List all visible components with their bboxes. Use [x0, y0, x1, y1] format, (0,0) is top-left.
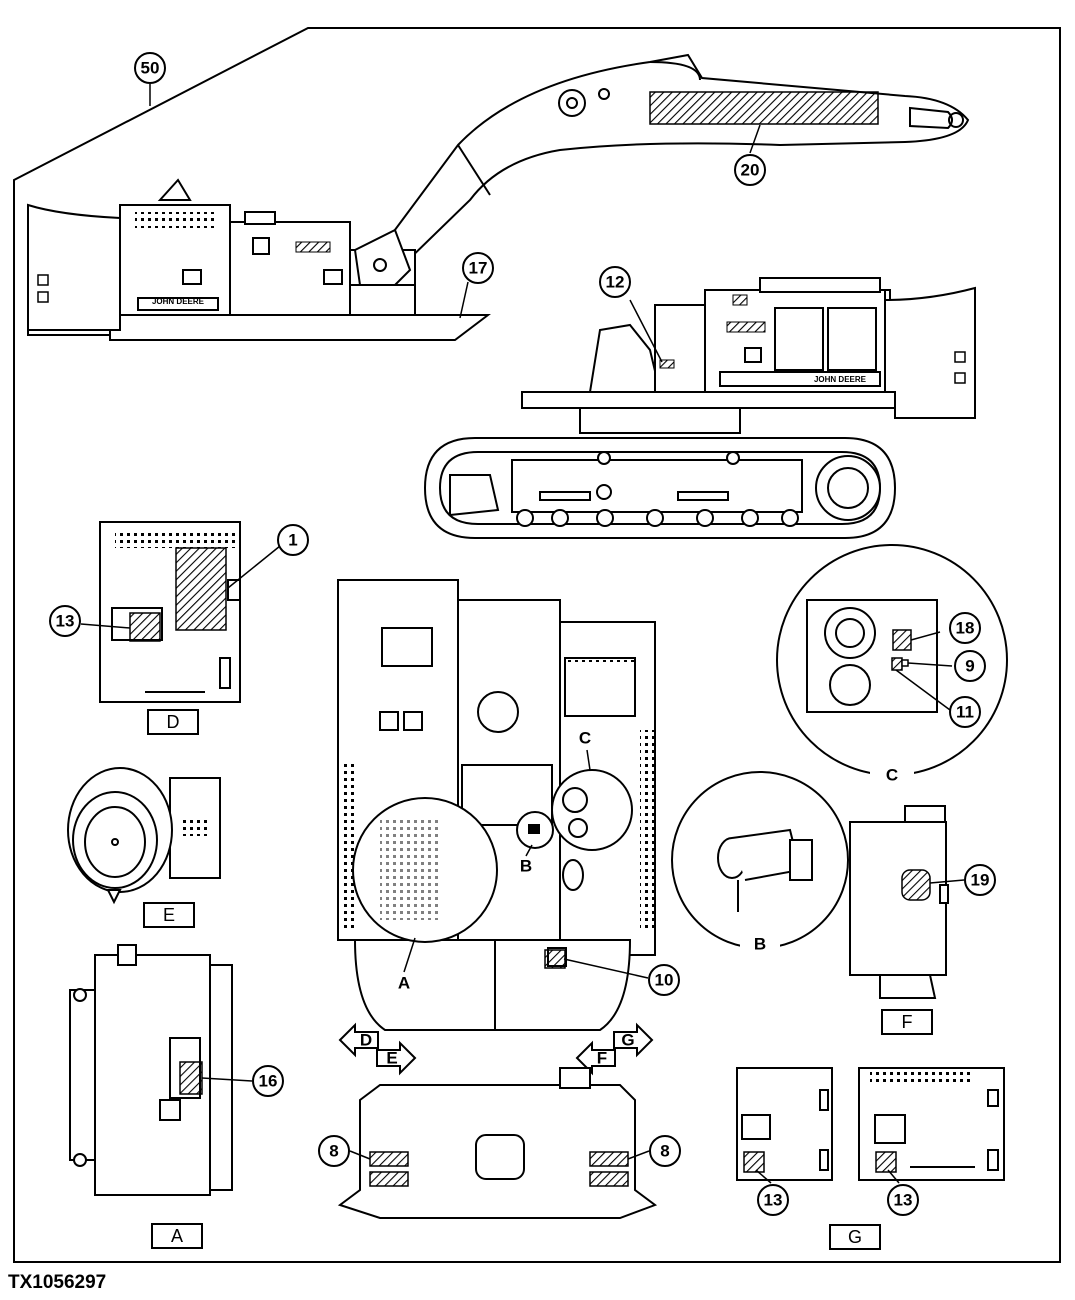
callout-10: 10: [655, 971, 674, 990]
detail-g-label: G: [848, 1227, 862, 1247]
inset-label-a: A: [398, 974, 410, 993]
detail-d-label: D: [167, 712, 180, 732]
inset-label-b: B: [520, 857, 532, 876]
callout-18: 18: [956, 619, 975, 638]
callout-19: 19: [971, 871, 990, 890]
inset-label-c: C: [579, 729, 591, 748]
brand-text-left: JOHN DEERE: [152, 297, 205, 306]
rear-view: [337, 1067, 658, 1219]
detail-b-label: B: [754, 935, 766, 954]
view-arrow-d: D: [360, 1031, 372, 1050]
undercarriage: [423, 437, 897, 539]
callout-13-detail-g-right: 13: [894, 1191, 913, 1210]
callout-9: 9: [965, 657, 974, 676]
callout-circles: [49, 52, 996, 1216]
callout-50: 50: [141, 59, 160, 78]
figure-id: TX1056297: [8, 1272, 107, 1293]
view-arrow-e: E: [386, 1049, 397, 1068]
boom-decal-20: [649, 91, 879, 125]
callout-13-detail-g-left: 13: [764, 1191, 783, 1210]
detail-f-label: F: [902, 1012, 913, 1032]
detail-e-drawing: [67, 767, 221, 905]
inset-circle-c: [551, 769, 633, 851]
callout-1: 1: [288, 531, 297, 550]
detail-a-drawing: [69, 944, 233, 1196]
callout-8-left: 8: [329, 1142, 338, 1161]
detail-a-label: A: [171, 1226, 183, 1246]
detail-d-label-box: [147, 709, 199, 735]
detail-c-label: C: [886, 766, 898, 785]
callout-17: 17: [469, 259, 488, 278]
detail-g-drawing: [736, 1067, 1005, 1181]
callout-11: 11: [956, 703, 974, 722]
view-arrows: [338, 1022, 654, 1076]
outer-frame: [13, 27, 1061, 1263]
brand-text-right: JOHN DEERE: [814, 375, 867, 384]
view-arrow-g: G: [621, 1031, 634, 1050]
right-machine-side-view: [521, 277, 976, 434]
boom-arm: [378, 53, 970, 270]
callout-13-detail-d: 13: [56, 612, 75, 631]
detail-f-drawing: [849, 805, 949, 999]
detail-b-drawing: [717, 828, 813, 912]
callout-20: 20: [741, 161, 760, 180]
detail-e-label: E: [163, 905, 175, 925]
callout-leaders: [80, 84, 965, 1184]
callout-16: 16: [259, 1072, 278, 1091]
callout-8-right: 8: [660, 1142, 669, 1161]
callout-12: 12: [606, 273, 625, 292]
view-arrow-f: F: [597, 1049, 607, 1068]
